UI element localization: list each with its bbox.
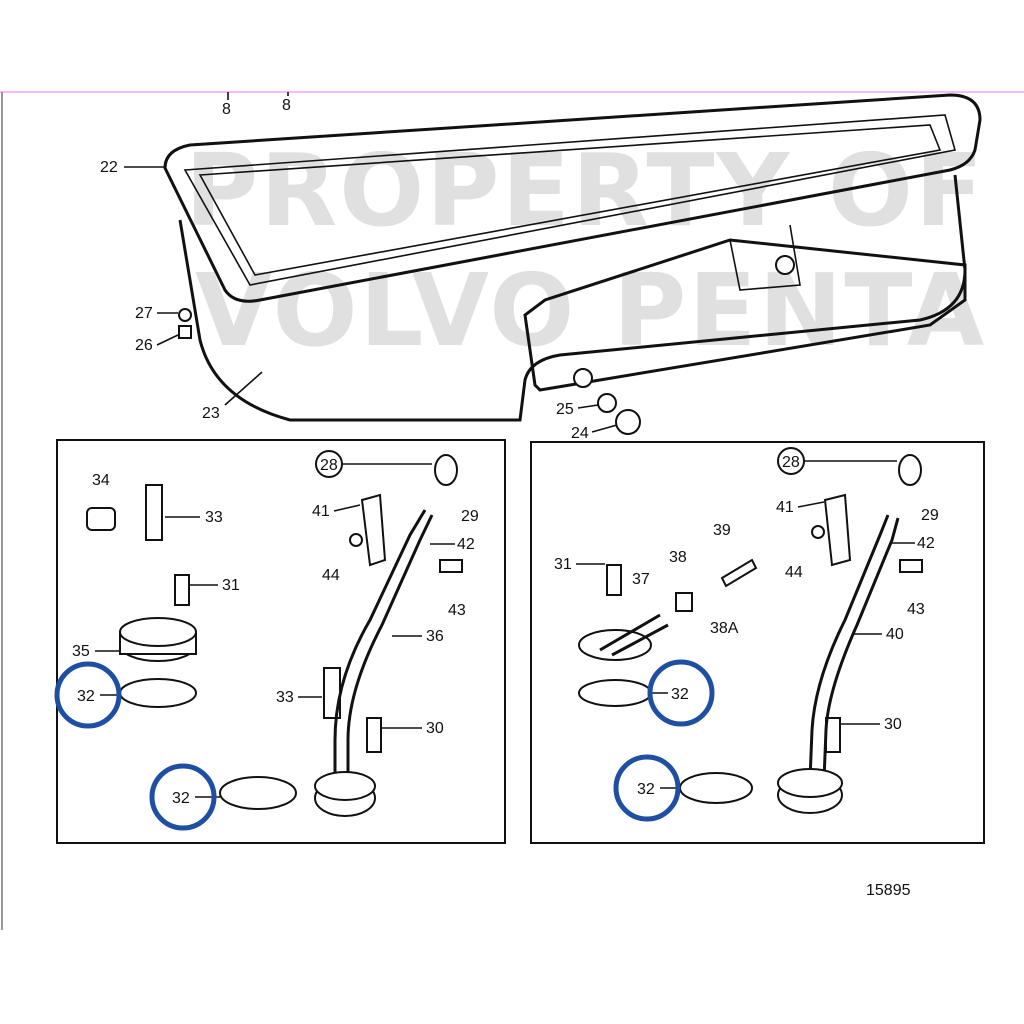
highlight-circle-32: [647, 659, 715, 727]
figure-number: 15895: [866, 882, 911, 899]
label-30: 30: [884, 716, 902, 733]
label-32: 32: [671, 686, 689, 703]
label-42: 42: [457, 536, 475, 553]
label-38a: 38A: [710, 620, 739, 637]
label-33: 33: [276, 689, 294, 706]
label-44: 44: [322, 567, 340, 584]
label-33: 33: [205, 509, 223, 526]
label-32: 32: [172, 790, 190, 807]
label-37: 37: [632, 571, 650, 588]
label-28: 28: [782, 454, 800, 471]
watermark: PROPERTY OF VOLVO PENTA: [185, 132, 986, 369]
label-25: 25: [556, 401, 574, 418]
watermark-line-1: PROPERTY OF: [185, 132, 985, 249]
top-callouts: 8 8 22 27 26 23 25 24: [100, 97, 618, 442]
label-38: 38: [669, 549, 687, 566]
label-8: 8: [282, 97, 291, 114]
label-29: 29: [921, 507, 939, 524]
label-23: 23: [202, 405, 220, 422]
label-39: 39: [713, 522, 731, 539]
label-41: 41: [776, 499, 794, 516]
label-44: 44: [785, 564, 803, 581]
label-27: 27: [135, 305, 153, 322]
label-43: 43: [907, 601, 925, 618]
watermark-line-2: VOLVO PENTA: [195, 252, 986, 369]
label-43: 43: [448, 602, 466, 619]
highlight-circle-32: [54, 661, 122, 729]
label-31: 31: [554, 556, 572, 573]
label-40: 40: [886, 626, 904, 643]
label-8: 8: [222, 101, 231, 118]
left-detail-panel: 34 33 31 35 32 32 28 41 29 42 44 43 36 3…: [54, 439, 506, 844]
right-detail-panel: 28 41 29 42 44 43 40 31 38 39 37 38A 32 …: [530, 441, 985, 844]
label-32: 32: [77, 688, 95, 705]
label-35: 35: [72, 643, 90, 660]
label-42: 42: [917, 535, 935, 552]
label-29: 29: [461, 508, 479, 525]
label-31: 31: [222, 577, 240, 594]
label-30: 30: [426, 720, 444, 737]
label-24: 24: [571, 425, 589, 442]
label-41: 41: [312, 503, 330, 520]
oil-pan-drawing: [163, 92, 982, 435]
label-26: 26: [135, 337, 153, 354]
label-22: 22: [100, 159, 118, 176]
label-34: 34: [92, 472, 110, 489]
label-28: 28: [320, 457, 338, 474]
highlight-circle-32: [149, 763, 217, 831]
label-32: 32: [637, 781, 655, 798]
label-36: 36: [426, 628, 444, 645]
highlight-circle-32: [613, 754, 681, 822]
